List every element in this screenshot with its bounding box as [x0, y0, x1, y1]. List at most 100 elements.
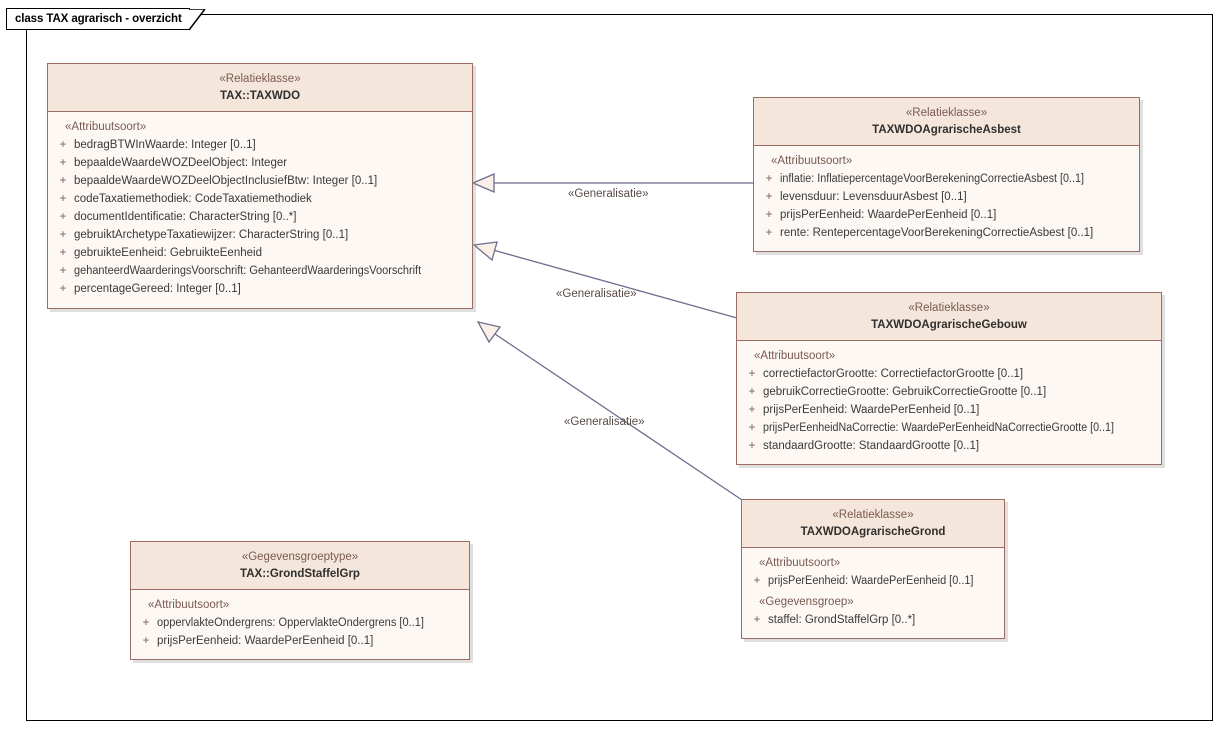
visibility-marker: + — [765, 191, 773, 203]
class-stereotype: «Relatieklasse» — [908, 302, 990, 314]
attribute-text: bepaaldeWaardeWOZDeelObjectInclusiefBtw:… — [74, 175, 378, 187]
class-box-grondstaffelgrp[interactable]: «Gegevensgroeptype» TAX::GrondStaffelGrp… — [130, 541, 470, 660]
class-name: TAXWDOAgrarischeAsbest — [872, 124, 1021, 136]
section-title-attribuutsoort: «Attribuutsoort» — [759, 557, 841, 569]
attribute-text: gebruikteEenheid: GebruikteEenheid — [74, 247, 262, 259]
class-box-taxwdoagrarischeasbest[interactable]: «Relatieklasse» TAXWDOAgrarischeAsbest «… — [753, 97, 1140, 252]
attribute-row[interactable]: + gebruikCorrectieGrootte: GebruikCorrec… — [741, 383, 1157, 401]
class-stereotype: «Gegevensgroeptype» — [241, 551, 359, 563]
attribute-row[interactable]: + inflatie: InflatiepercentageVoorBereke… — [758, 170, 1135, 188]
class-body-taxwdo: «Attribuutsoort» + bedragBTWInWaarde: In… — [48, 112, 472, 308]
attribute-row[interactable]: + documentIdentificatie: CharacterString… — [52, 208, 468, 226]
attribute-row[interactable]: + staffel: GrondStaffelGrp [0..*] — [746, 611, 1000, 629]
attribute-text: levensduur: LevensduurAsbest [0..1] — [780, 191, 967, 203]
visibility-marker: + — [748, 404, 756, 416]
attribute-row[interactable]: + standaardGrootte: StandaardGrootte [0.… — [741, 437, 1157, 455]
class-body-asbest: «Attribuutsoort» + inflatie: Inflatieper… — [754, 146, 1139, 251]
visibility-marker: + — [748, 368, 756, 380]
visibility-marker: + — [59, 193, 67, 205]
visibility-marker: + — [59, 175, 67, 187]
visibility-marker: + — [748, 422, 756, 434]
attribute-text: prijsPerEenheidNaCorrectie: WaardePerEen… — [763, 422, 1114, 434]
class-box-taxwdoagrarischegrond[interactable]: «Relatieklasse» TAXWDOAgrarischeGrond «A… — [741, 499, 1005, 639]
section-title-attribuutsoort: «Attribuutsoort» — [754, 350, 836, 362]
class-header-taxwdo: «Relatieklasse» TAX::TAXWDO — [48, 64, 472, 112]
attribute-text: documentIdentificatie: CharacterString [… — [74, 211, 297, 223]
visibility-marker: + — [142, 635, 150, 647]
connector-label-generalisatie-asbest: «Generalisatie» — [568, 188, 649, 200]
attribute-row[interactable]: + correctiefactorGrootte: Correctiefacto… — [741, 365, 1157, 383]
attribute-text: gebruikCorrectieGrootte: GebruikCorrecti… — [763, 386, 1047, 398]
attribute-text: prijsPerEenheid: WaardePerEenheid [0..1] — [157, 635, 374, 647]
visibility-marker: + — [765, 227, 773, 239]
attribute-text: correctiefactorGrootte: CorrectiefactorG… — [763, 368, 1024, 380]
attribute-row[interactable]: + bepaaldeWaardeWOZDeelObject: Integer — [52, 154, 468, 172]
section-title-attribuutsoort: «Attribuutsoort» — [771, 155, 853, 167]
attribute-text: prijsPerEenheid: WaardePerEenheid [0..1] — [768, 575, 974, 587]
visibility-marker: + — [753, 575, 761, 587]
visibility-marker: + — [59, 265, 67, 277]
attribute-row[interactable]: + oppervlakteOndergrens: OppervlakteOnde… — [135, 614, 465, 632]
attribute-text: inflatie: InflatiepercentageVoorBerekeni… — [780, 173, 1085, 185]
visibility-marker: + — [765, 173, 773, 185]
class-box-taxwdo[interactable]: «Relatieklasse» TAX::TAXWDO «Attribuutso… — [47, 63, 473, 309]
attribute-row[interactable]: + gehanteerdWaarderingsVoorschrift: Geha… — [52, 262, 468, 280]
diagram-title-tab: class TAX agrarisch - overzicht — [6, 8, 206, 31]
visibility-marker: + — [59, 211, 67, 223]
attribute-text: gehanteerdWaarderingsVoorschrift: Gehant… — [74, 265, 422, 277]
attribute-text: rente: RentepercentageVoorBerekeningCorr… — [780, 227, 1094, 239]
class-box-taxwdoagrarischegebouw[interactable]: «Relatieklasse» TAXWDOAgrarischeGebouw «… — [736, 292, 1162, 465]
attribute-row[interactable]: + bedragBTWInWaarde: Integer [0..1] — [52, 136, 468, 154]
attribute-row[interactable]: + prijsPerEenheid: WaardePerEenheid [0..… — [758, 206, 1135, 224]
attribute-row[interactable]: + prijsPerEenheid: WaardePerEenheid [0..… — [741, 401, 1157, 419]
visibility-marker: + — [59, 247, 67, 259]
attribute-row[interactable]: + rente: RentepercentageVoorBerekeningCo… — [758, 224, 1135, 242]
class-name: TAX::TAXWDO — [219, 90, 301, 102]
attribute-text: prijsPerEenheid: WaardePerEenheid [0..1] — [780, 209, 997, 221]
attribute-row[interactable]: + codeTaxatiemethodiek: CodeTaxatiemetho… — [52, 190, 468, 208]
attribute-row[interactable]: + percentageGereed: Integer [0..1] — [52, 280, 468, 298]
attribute-row[interactable]: + prijsPerEenheidNaCorrectie: WaardePerE… — [741, 419, 1157, 437]
attribute-text: codeTaxatiemethodiek: CodeTaxatiemethodi… — [74, 193, 312, 205]
attribute-row[interactable]: + gebruiktArchetypeTaxatiewijzer: Charac… — [52, 226, 468, 244]
section-title-attribuutsoort: «Attribuutsoort» — [65, 121, 147, 133]
visibility-marker: + — [59, 283, 67, 295]
attribute-text: bepaaldeWaardeWOZDeelObject: Integer — [74, 157, 288, 169]
class-body-grondstaffelgrp: «Attribuutsoort» + oppervlakteOndergrens… — [131, 590, 469, 659]
class-stereotype: «Relatieklasse» — [905, 107, 988, 119]
visibility-marker: + — [753, 614, 761, 626]
visibility-marker: + — [765, 209, 773, 221]
attribute-text: gebruiktArchetypeTaxatiewijzer: Characte… — [74, 229, 349, 241]
tab-slant-shape — [188, 8, 206, 31]
diagram-frame — [26, 14, 1213, 721]
class-name: TAX::GrondStaffelGrp — [240, 568, 360, 580]
class-header-asbest: «Relatieklasse» TAXWDOAgrarischeAsbest — [754, 98, 1139, 146]
section-title-attribuutsoort: «Attribuutsoort» — [148, 599, 230, 611]
visibility-marker: + — [748, 386, 756, 398]
attribute-text: staffel: GrondStaffelGrp [0..*] — [768, 614, 916, 626]
attribute-text: standaardGrootte: StandaardGrootte [0..1… — [763, 440, 980, 452]
class-stereotype: «Relatieklasse» — [219, 73, 301, 85]
visibility-marker: + — [59, 157, 67, 169]
visibility-marker: + — [59, 139, 67, 151]
attribute-row[interactable]: + prijsPerEenheid: WaardePerEenheid [0..… — [746, 572, 1000, 590]
class-body-grond: «Attribuutsoort» + prijsPerEenheid: Waar… — [742, 548, 1004, 638]
attribute-row[interactable]: + bepaaldeWaardeWOZDeelObjectInclusiefBt… — [52, 172, 468, 190]
class-name: TAXWDOAgrarischeGebouw — [871, 319, 1027, 331]
connector-label-generalisatie-gebouw: «Generalisatie» — [556, 288, 637, 300]
class-name: TAXWDOAgrarischeGrond — [800, 526, 946, 538]
attribute-text: oppervlakteOndergrens: OppervlakteOnderg… — [157, 617, 424, 629]
attribute-text: prijsPerEenheid: WaardePerEenheid [0..1] — [763, 404, 980, 416]
section-title-gegevensgroep: «Gegevensgroep» — [759, 596, 854, 608]
attribute-row[interactable]: + levensduur: LevensduurAsbest [0..1] — [758, 188, 1135, 206]
diagram-frame-top-edge — [26, 14, 1213, 15]
attribute-text: percentageGereed: Integer [0..1] — [74, 283, 241, 295]
attribute-row[interactable]: + gebruikteEenheid: GebruikteEenheid — [52, 244, 468, 262]
class-header-grondstaffelgrp: «Gegevensgroeptype» TAX::GrondStaffelGrp — [131, 542, 469, 590]
class-stereotype: «Relatieklasse» — [832, 509, 914, 521]
visibility-marker: + — [59, 229, 67, 241]
connector-label-generalisatie-grond: «Generalisatie» — [564, 416, 645, 428]
visibility-marker: + — [142, 617, 150, 629]
attribute-row[interactable]: + prijsPerEenheid: WaardePerEenheid [0..… — [135, 632, 465, 650]
